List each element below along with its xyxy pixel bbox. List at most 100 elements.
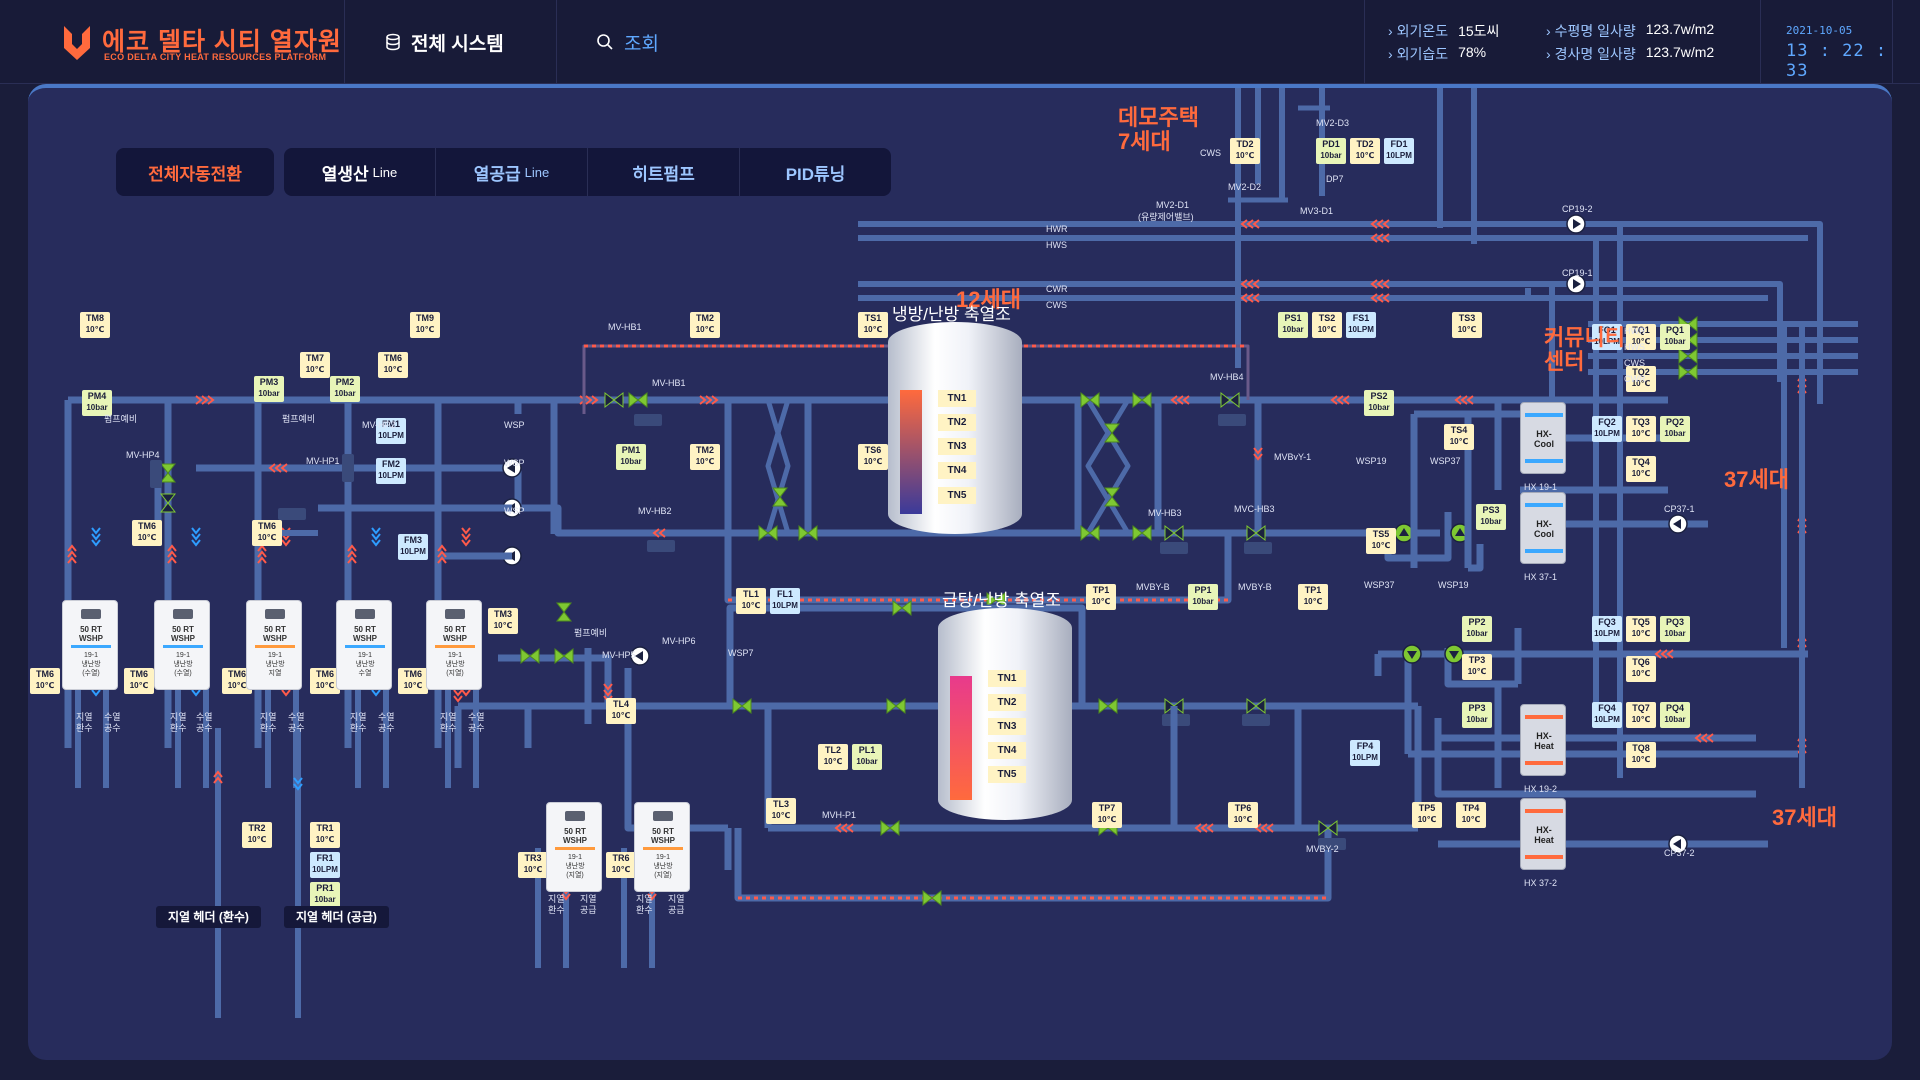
valve-icon[interactable] [892, 599, 912, 617]
valve-icon[interactable] [1103, 423, 1121, 443]
diagram-label: CP19-2 [1562, 204, 1593, 214]
flow-arrow [371, 533, 381, 541]
heat-exchanger-label: HX 37-1 [1524, 572, 1558, 582]
valve-icon[interactable] [732, 697, 752, 715]
diagram-label: 지열 환수 [170, 712, 187, 733]
pump-direction [635, 651, 643, 661]
valve-icon[interactable] [1080, 391, 1100, 409]
valve-icon[interactable] [520, 647, 540, 665]
valve-icon[interactable] [159, 493, 177, 513]
hot-storage-tank[interactable]: TN1 TN2 TN3 TN4 TN5 [938, 608, 1072, 820]
flow-arrow [1336, 395, 1344, 405]
diagram-label: CP37-2 [1664, 848, 1695, 858]
system-menu-button[interactable]: 전체 시스템 [385, 26, 504, 58]
valve-icon[interactable] [1164, 524, 1184, 542]
tab-heat-pump[interactable]: 히트펌프 [588, 148, 740, 196]
valve-icon[interactable] [886, 697, 906, 715]
valve-icon[interactable] [554, 647, 574, 665]
geo-header-supply: 지열 헤더 (공급) [284, 906, 389, 928]
flow-arrow [585, 395, 593, 405]
heat-exchanger[interactable]: HX- Cool [1520, 492, 1566, 564]
valve-icon[interactable] [798, 524, 818, 542]
diagram-label: MV-HP5 [602, 650, 636, 660]
valve-icon[interactable] [1103, 487, 1121, 507]
valve-icon[interactable] [1246, 524, 1266, 542]
flow-arrow [1252, 279, 1260, 289]
auto-switch-button[interactable]: 전체자동전환 [116, 148, 274, 196]
valve-icon[interactable] [1132, 391, 1152, 409]
vent-icon [565, 811, 585, 821]
valve-icon[interactable] [1098, 697, 1118, 715]
pump-direction [1573, 219, 1581, 229]
valve-icon[interactable] [880, 819, 900, 837]
heat-exchanger[interactable]: HX- Heat [1520, 704, 1566, 776]
diagram-label: 수열 공수 [104, 712, 121, 733]
diagram-label: MV-HP2 [362, 420, 396, 430]
flow-arrow [603, 683, 613, 691]
heat-exchanger[interactable]: HX- Heat [1520, 798, 1566, 870]
valve-icon[interactable] [555, 602, 573, 622]
datetime: 2021-10-05 13 : 22 : 33 [1786, 24, 1896, 81]
heat-exchanger[interactable]: HX- Cool [1520, 402, 1566, 474]
search-button[interactable]: 조회 [596, 26, 659, 58]
flow-arrow [461, 533, 471, 541]
cool-storage-tank[interactable]: TN1 TN2 TN3 TN4 TN5 [888, 322, 1022, 534]
flow-arrow [1252, 219, 1260, 229]
flow-arrow [257, 544, 267, 552]
valve-icon[interactable] [1318, 819, 1338, 837]
flow-arrow [1706, 733, 1714, 743]
vent-icon [265, 609, 285, 619]
flow-arrow [647, 893, 657, 901]
flow-arrow [1266, 823, 1274, 833]
valve-icon[interactable] [771, 487, 789, 507]
valve-icon[interactable] [604, 391, 624, 409]
valve-icon[interactable] [1678, 363, 1698, 381]
tab-pid-tuning[interactable]: PID튜닝 [785, 164, 846, 184]
diagram-label: 펌프예비 [282, 414, 316, 424]
valve-icon[interactable] [1678, 347, 1698, 365]
vent-icon [81, 609, 101, 619]
pipe [1468, 544, 1484, 572]
flow-arrow [257, 550, 267, 558]
valve-icon[interactable] [1132, 524, 1152, 542]
flow-arrow [1240, 219, 1248, 229]
diagram-label: 지열 환수 [548, 894, 565, 915]
valve-icon[interactable] [758, 524, 778, 542]
valve-icon[interactable] [1246, 697, 1266, 715]
flow-arrow [191, 539, 201, 547]
valve-icon[interactable] [628, 391, 648, 409]
divider [1760, 0, 1761, 84]
flow-arrow [1330, 395, 1338, 405]
flow-arrow [1454, 395, 1462, 405]
valve-icon[interactable] [159, 463, 177, 483]
valve-icon[interactable] [1220, 391, 1240, 409]
valve-icon[interactable] [1080, 524, 1100, 542]
logo[interactable]: 에코 델타 시티 열자원 ECO DELTA CITY HEAT RESOURC… [62, 20, 342, 66]
flow-arrow [834, 823, 842, 833]
valve-icon[interactable] [922, 889, 942, 907]
valve-icon[interactable] [986, 591, 1006, 609]
